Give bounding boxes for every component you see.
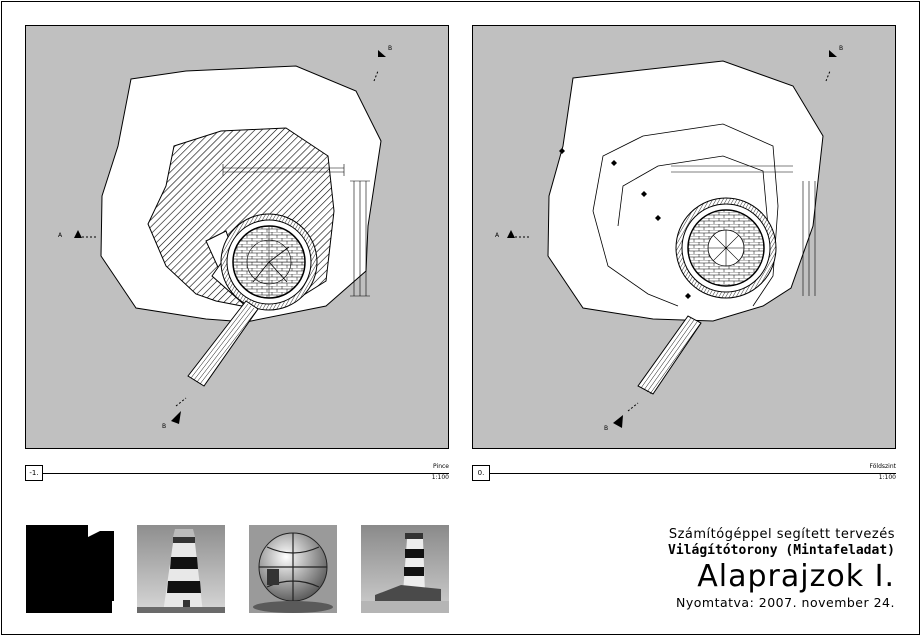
section-mark-a: A (58, 232, 63, 239)
course-name: Számítógéppel segített tervezés (668, 527, 895, 542)
lighthouse-lantern-render-thumbnail (249, 525, 337, 613)
lighthouse-render-1-thumbnail (137, 525, 225, 613)
title-rule (43, 473, 449, 474)
section-mark-b-bottom: B (604, 425, 608, 432)
ground-floor-plan: B A B (472, 25, 896, 449)
drawing-name: Pince (433, 463, 449, 470)
lighthouse-render-2-thumbnail (361, 525, 449, 613)
drawing-number: -1. (25, 465, 43, 481)
drawing-number: 0. (472, 465, 490, 481)
title-rule (490, 473, 896, 474)
section-mark-a: A (495, 232, 500, 239)
sheet-title: Alaprajzok I. (697, 559, 895, 594)
section-mark-b-top: B (839, 45, 843, 52)
basement-floor-plan: B A B (25, 25, 449, 449)
sheet-logo (26, 525, 114, 613)
drawing-scale: 1:100 (878, 474, 896, 481)
title-block: Számítógéppel segített tervezés Világító… (668, 527, 895, 611)
drawing-scale: 1:100 (431, 474, 449, 481)
section-mark-b-top: B (388, 45, 392, 52)
basement-title-bar: -1. Pince 1:100 (25, 463, 449, 483)
print-date: Nyomtatva: 2007. november 24. (676, 595, 895, 610)
ground-title-bar: 0. Földszint 1:100 (472, 463, 896, 483)
project-name: Világítótorony (Mintafeladat) (668, 543, 895, 558)
section-mark-b-bottom: B (162, 423, 166, 430)
drawing-name: Földszint (869, 463, 896, 470)
